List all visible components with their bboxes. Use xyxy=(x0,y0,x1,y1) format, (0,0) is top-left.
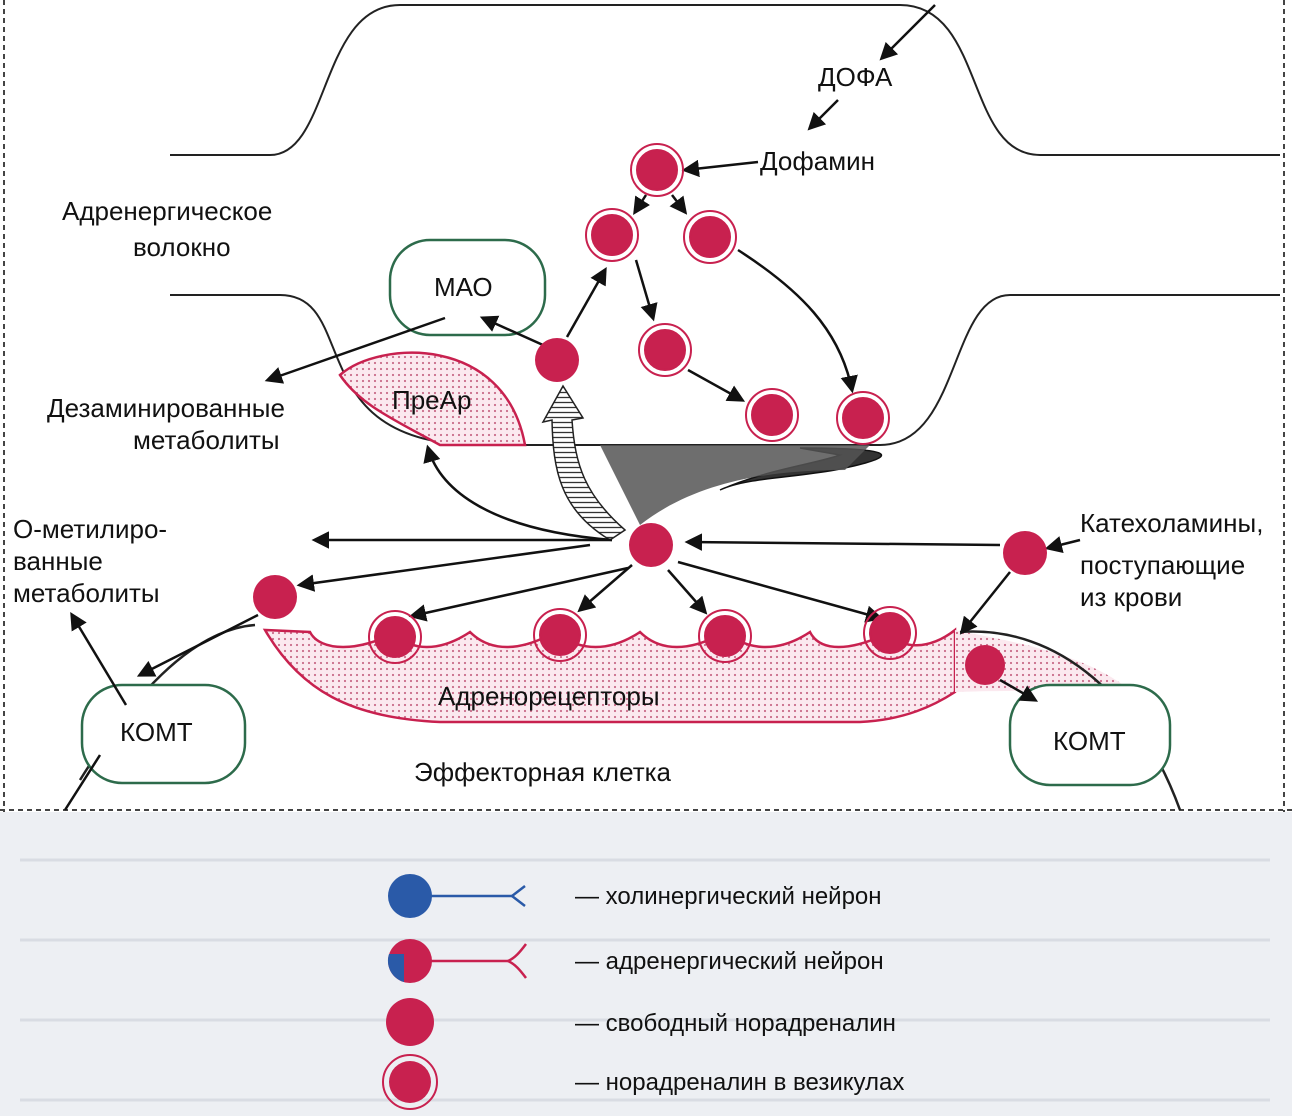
label-dopa: ДОФА xyxy=(818,62,893,92)
arrow-to-receptor-2 xyxy=(408,566,629,622)
arrow-to-mao xyxy=(479,315,544,347)
comt-left-box xyxy=(80,683,247,785)
receptor-bound-3 xyxy=(704,615,746,657)
exocytosis-stream xyxy=(600,445,882,525)
arrow-vesicle-to-membrane xyxy=(687,368,746,402)
vesicle-5 xyxy=(751,394,793,436)
label-fiber-1: Адренергическое xyxy=(62,196,272,226)
arrow-vesicle-curve xyxy=(737,248,858,394)
legend: — холинергический нейрон — адренергическ… xyxy=(382,874,904,1110)
vesicle-1 xyxy=(636,149,678,191)
free-na-left xyxy=(253,575,297,619)
vesicle-noradrenaline-icon xyxy=(382,1054,438,1110)
arrow-blood-to-receptor xyxy=(959,571,1011,635)
arrow-prear-feedback xyxy=(423,444,613,542)
label-comt-left: КОМТ xyxy=(120,717,193,747)
free-noradrenaline xyxy=(253,338,1047,685)
label-deaminated-1: Дезаминированные xyxy=(47,393,285,423)
label-catechol-1: Катехоламины, xyxy=(1080,508,1263,538)
receptor-bound-4 xyxy=(869,612,911,654)
receptor-bound-1 xyxy=(374,616,416,658)
legend-label-cholinergic: — холинергический нейрон xyxy=(575,883,882,910)
arrow-reuptake-to-vesicle xyxy=(565,266,607,338)
arrow-vesicle-split-right xyxy=(669,194,688,215)
label-prear: ПреАр xyxy=(392,385,471,415)
arrow-comt-to-omethyl xyxy=(70,611,128,706)
receptor-bound-2 xyxy=(539,614,581,656)
legend-label-adrenergic: — адренергический нейрон xyxy=(575,948,884,975)
legend-label-vesicle-noradrenaline: — норадреналин в везикулах xyxy=(575,1069,904,1096)
arrow-vesicle-split-left xyxy=(633,194,650,215)
arrow-dopa-to-dopamine xyxy=(807,99,839,131)
arrow-dopamine-label-to-vesicle xyxy=(681,159,759,178)
arrow-mao-to-deaminated xyxy=(264,316,446,384)
label-adrenoreceptors: Адренорецепторы xyxy=(438,681,660,711)
label-comt-right: КОМТ xyxy=(1053,726,1126,756)
arrow-to-dopa xyxy=(879,4,936,61)
arrow-left-to-comt xyxy=(136,613,259,677)
arrow-to-receptor-3 xyxy=(667,569,708,615)
label-effector-cell: Эффекторная клетка xyxy=(414,757,672,787)
free-na-reuptake xyxy=(535,338,579,382)
free-na-blood xyxy=(1003,531,1047,575)
arrow-blood-to-cleft xyxy=(684,533,1001,551)
presynaptic-receptor-area xyxy=(338,351,527,447)
label-omethyl-2: ванные xyxy=(13,546,103,576)
vesicle-2 xyxy=(591,214,633,256)
arrow-to-comt-right xyxy=(999,678,1039,702)
vesicle-3 xyxy=(689,216,731,258)
reuptake-arrow xyxy=(541,384,627,541)
arrow-to-receptor-1 xyxy=(577,564,633,613)
enzyme-boxes xyxy=(80,238,1172,787)
adrenergic-neuron-icon xyxy=(387,939,527,983)
bound-noradrenaline xyxy=(368,606,917,664)
label-omethyl-1: О-метилиро- xyxy=(13,514,167,544)
vesicle-6 xyxy=(842,397,884,439)
arrow-to-omethyl xyxy=(296,543,591,592)
label-catechol-2: поступающие xyxy=(1080,550,1245,580)
comt-left-tail xyxy=(63,754,102,811)
free-na-cleft xyxy=(629,523,673,567)
flow-arrows xyxy=(63,4,1081,811)
label-catechol-3: из крови xyxy=(1080,582,1182,612)
mao-box xyxy=(388,238,547,337)
label-deaminated-2: метаболиты xyxy=(133,425,280,455)
free-na-right-receptor xyxy=(965,645,1005,685)
vesicle-noradrenaline xyxy=(585,143,890,445)
label-fiber-2: волокно xyxy=(133,232,231,262)
label-dopamine: Дофамин xyxy=(760,146,875,176)
arrow-vesicle-down xyxy=(634,259,658,322)
vesicle-4 xyxy=(644,329,686,371)
cholinergic-neuron-icon xyxy=(388,874,526,918)
comt-right-box xyxy=(1008,683,1172,787)
arrow-catecholamine-label xyxy=(1044,536,1081,554)
molecules xyxy=(253,143,1047,685)
label-omethyl-3: метаболиты xyxy=(13,578,160,608)
free-noradrenaline-icon xyxy=(386,998,434,1046)
legend-label-free-noradrenaline: — свободный норадреналин xyxy=(575,1010,896,1037)
diagram-labels: ДОФА Дофамин Адренергическое волокно МАО… xyxy=(13,62,1263,787)
label-mao: МАО xyxy=(434,272,493,302)
arrow-to-receptor-4 xyxy=(677,560,884,623)
